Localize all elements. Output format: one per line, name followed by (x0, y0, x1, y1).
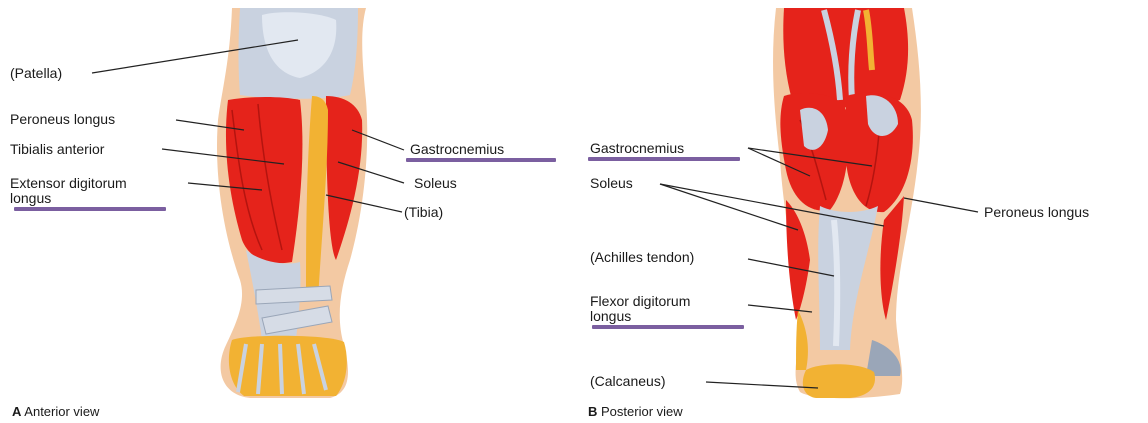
label-extensor-digitorum-line1: Extensor digitorum (10, 176, 127, 191)
label-calcaneus: (Calcaneus) (590, 374, 665, 389)
anterior-leg-illustration (217, 8, 367, 398)
leader-peroneus-posterior (904, 198, 978, 212)
label-gastrocnemius-posterior: Gastrocnemius (590, 141, 684, 156)
label-peroneus-longus-posterior: Peroneus longus (984, 205, 1089, 220)
achilles-tendon-highlight (834, 220, 837, 346)
label-peroneus-longus-anterior: Peroneus longus (10, 112, 115, 127)
caption-posterior-letter: B (588, 404, 597, 419)
caption-posterior: B Posterior view (588, 404, 683, 419)
label-soleus-posterior: Soleus (590, 176, 633, 191)
highlight-extensor-digitorum (14, 207, 166, 211)
label-flexor-digitorum-line1: Flexor digitorum (590, 294, 690, 309)
highlight-gastrocnemius-posterior (588, 157, 740, 161)
label-soleus-anterior: Soleus (414, 176, 457, 191)
posterior-upper-muscles (783, 8, 908, 108)
label-gastrocnemius-anterior: Gastrocnemius (410, 142, 504, 157)
highlight-gastrocnemius-anterior (406, 158, 556, 162)
caption-anterior-letter: A (12, 404, 21, 419)
label-achilles-tendon: (Achilles tendon) (590, 250, 694, 265)
anterior-gastrocnemius-muscle (326, 96, 362, 260)
label-tibialis-anterior: Tibialis anterior (10, 142, 104, 157)
label-extensor-digitorum-line2: longus (10, 191, 51, 206)
caption-anterior: A Anterior view (12, 404, 99, 419)
leader-soleus-posterior-1 (660, 184, 798, 230)
highlight-flexor-digitorum (592, 325, 744, 329)
posterior-leg-illustration (773, 8, 921, 398)
caption-anterior-text: Anterior view (24, 404, 99, 419)
label-tibia: (Tibia) (404, 205, 443, 220)
label-patella: (Patella) (10, 66, 62, 81)
label-flexor-digitorum-line2: longus (590, 309, 631, 324)
calcaneus-bone (803, 364, 875, 398)
caption-posterior-text: Posterior view (601, 404, 683, 419)
